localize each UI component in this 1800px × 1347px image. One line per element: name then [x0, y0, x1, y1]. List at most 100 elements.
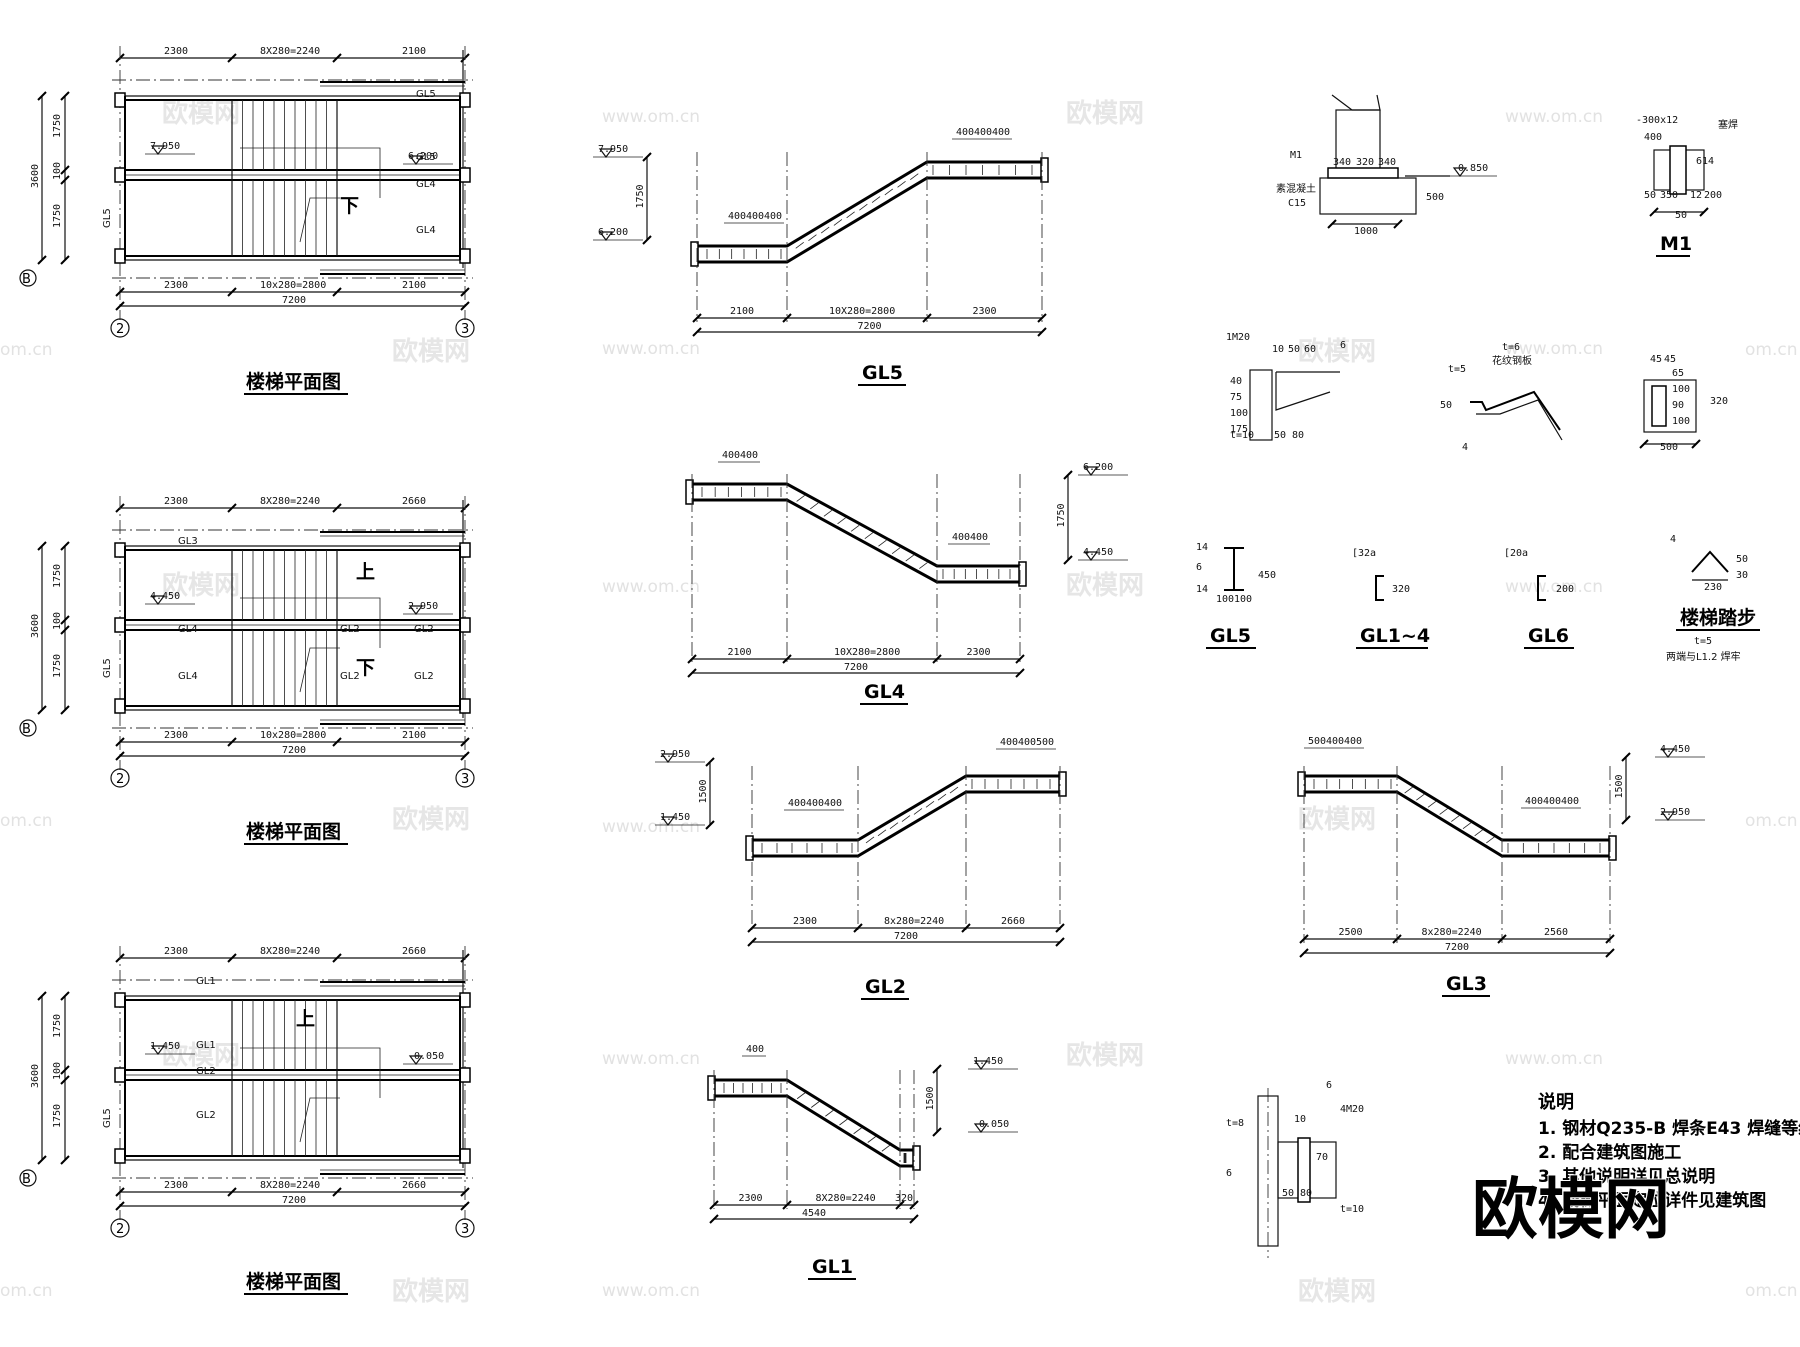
elevation-mark: 6.200: [403, 151, 453, 165]
column: [459, 248, 471, 264]
elevation-mark: 4.450: [1655, 744, 1705, 758]
elevation-value: 7.950: [150, 141, 180, 152]
dim-bottom-3: 2660: [402, 1180, 426, 1191]
step-mark: [1404, 786, 1413, 794]
column: [459, 542, 471, 558]
elevation-value: 2.950: [408, 601, 438, 612]
dim-tick: [60, 615, 70, 625]
grid-row-label: B: [22, 1172, 31, 1187]
elevation-triangle: [598, 231, 614, 241]
step-mark: [919, 562, 928, 569]
dim-tick: [60, 625, 70, 635]
footing-label-c15: C15: [1288, 198, 1306, 209]
beam-label: GL1: [196, 976, 216, 987]
conn1-dim: 175: [1230, 424, 1248, 435]
watermark-cn: 欧模网: [1298, 336, 1376, 367]
dim-left-3: 1750: [52, 1104, 63, 1128]
dim-tick: [1605, 948, 1615, 958]
column: [114, 167, 126, 183]
stringer-top: [692, 482, 1020, 568]
watermark-cn: 欧模网: [1066, 570, 1144, 601]
step-mark: [853, 1127, 862, 1135]
step-dim: 400: [806, 798, 824, 809]
column: [114, 92, 126, 108]
section-title: GL3: [1446, 973, 1487, 995]
channel-32a-dim: 320: [1392, 584, 1410, 595]
conn1-dim: 6: [1340, 340, 1346, 351]
dim-tick: [747, 937, 757, 947]
elevation-mark: 1.450: [655, 812, 705, 826]
dim-left-2: 100: [52, 612, 63, 630]
dim-tick: [642, 152, 652, 162]
watermark-url: www.om.cn: [602, 107, 700, 127]
watermark-url: www.om.cn: [602, 577, 700, 597]
dim-total: 7200: [1445, 942, 1469, 953]
stringer-top: [1304, 774, 1610, 842]
tread-dim: 50: [1736, 554, 1748, 565]
beam-label: GL1: [196, 1040, 216, 1051]
grid-bubble-3: [455, 1218, 475, 1238]
dim-total: 4540: [802, 1208, 826, 1219]
step-mark: [905, 554, 914, 562]
elevation-triangle: [150, 595, 166, 605]
beam-label: GL4: [416, 179, 436, 190]
dim-top-2: 8X280=2240: [260, 496, 320, 507]
dim-tick: [961, 923, 971, 933]
dim-left-1: 1750: [52, 114, 63, 138]
plan-title: 楼梯平面图: [246, 1270, 341, 1293]
elevation-value: 1.450: [660, 812, 690, 823]
channel-20a-dim: 200: [1556, 584, 1574, 595]
end-plate-right: [1018, 561, 1027, 587]
elevation-triangle: [973, 1123, 989, 1133]
end-plate-left: [690, 241, 699, 267]
dim-tick: [227, 953, 237, 963]
watermark-url-cut: om.cn: [1745, 811, 1798, 831]
step-mark: [949, 786, 959, 794]
dim-bottom-1: 2300: [164, 730, 188, 741]
left-beam-label: GL5: [102, 658, 113, 678]
conn1-dim: 50: [1274, 430, 1286, 441]
end-plate-left: [745, 835, 754, 861]
conn3-dim: 45: [1650, 354, 1662, 365]
m1-dim: 400: [1644, 132, 1662, 143]
column: [459, 92, 471, 108]
end-plate-right: [1058, 771, 1067, 797]
left-beam-label: GL5: [102, 208, 113, 228]
watermark-cn: 欧模网: [1066, 98, 1144, 129]
column: [459, 1067, 471, 1083]
walk-line: [299, 647, 340, 693]
conn1-dim: 60: [1304, 344, 1316, 355]
elevation-value: 6.200: [408, 151, 438, 162]
step-mark: [823, 510, 833, 517]
gl5-dim: 450: [1258, 570, 1276, 581]
dim-bottom-2: 8X280=2240: [260, 1180, 320, 1191]
elevation-mark: 1.450: [145, 1041, 195, 1055]
watermark-url: www.om.cn: [1505, 1049, 1603, 1069]
dim-top-3: 2100: [402, 46, 426, 57]
dim-total: 7200: [844, 662, 868, 673]
step-mark: [871, 196, 881, 203]
step-dim: 400: [1326, 736, 1344, 747]
dim-tick: [60, 991, 70, 1001]
walk-line: [299, 197, 340, 243]
dim-total: 7200: [282, 1195, 306, 1206]
tread-dim: 4: [1670, 534, 1676, 545]
end-plate-left: [707, 1075, 716, 1101]
dim-tick: [1015, 668, 1025, 678]
watermark-url: www.om.cn: [1505, 577, 1603, 597]
step-mark: [865, 836, 875, 844]
dim-tick: [642, 235, 652, 245]
grid-bubble-3: [455, 318, 475, 338]
gl5-dim: 100: [1216, 594, 1234, 605]
m1-title: M1: [1660, 233, 1692, 255]
dim-tick: [60, 1155, 70, 1165]
plan-title: 楼梯平面图: [246, 820, 341, 843]
dim-bottom-2: 10x280=2800: [260, 730, 326, 741]
beam-label: GL2: [340, 671, 360, 682]
stringer-bottom: [692, 498, 1020, 584]
dim-tick: [115, 1187, 125, 1197]
